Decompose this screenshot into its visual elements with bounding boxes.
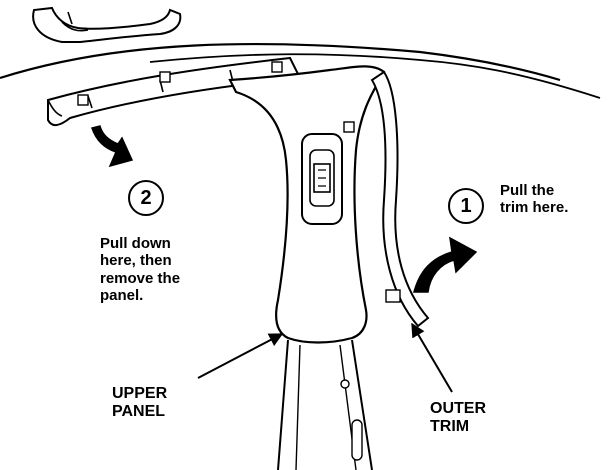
step-1-text: Pull the trim here.: [500, 182, 568, 217]
step-2-text: Pull down here, then remove the panel.: [100, 235, 180, 304]
outer-trim-label: OUTER TRIM: [430, 400, 486, 437]
pull-trim-arrow: [413, 236, 478, 293]
outer-trim-line: OUTER: [430, 400, 486, 417]
step-1-number: 1: [448, 188, 484, 224]
roof-line: [0, 42, 561, 82]
grab-handle: [32, 6, 182, 43]
pull-down-arrow: [91, 125, 134, 168]
step-1-line: Pull the: [500, 182, 555, 199]
step-2-line: panel.: [100, 286, 144, 304]
upper-panel-line: PANEL: [112, 403, 166, 421]
upper-panel-label: UPPER PANEL: [112, 385, 167, 422]
roof-inner-line: [149, 53, 601, 99]
upper-panel-line: UPPER: [112, 385, 168, 402]
upper-panel-leader: [197, 333, 284, 379]
step-2-line: remove the: [100, 269, 181, 287]
step-2-number: 2: [128, 180, 164, 216]
step-2-line: Pull down: [100, 235, 171, 252]
upper-panel-shape: [228, 65, 386, 344]
lower-pillar: [277, 339, 373, 470]
outer-trim-leader: [411, 322, 453, 393]
step-1-line: trim here.: [500, 199, 569, 217]
outer-trim-line: TRIM: [430, 418, 470, 436]
step-2-line: here, then: [100, 252, 172, 270]
